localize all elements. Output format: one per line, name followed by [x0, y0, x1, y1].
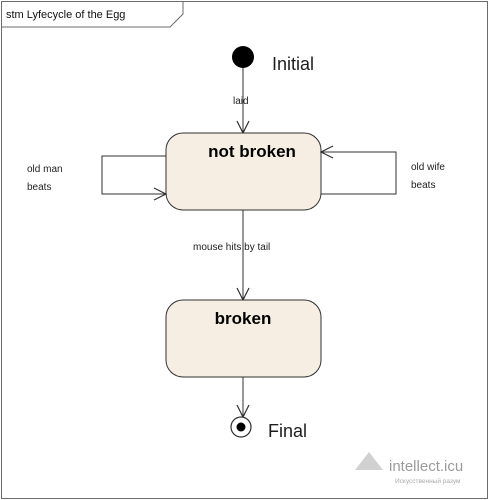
watermark-logo-icon — [355, 452, 383, 470]
watermark-tagline: Искусственный разум — [395, 477, 461, 485]
frame-title: stm Lyfecycle of the Egg — [6, 9, 125, 21]
final-label: Final — [268, 421, 307, 441]
watermark: intellect.icu Искусственный разум — [355, 452, 463, 485]
state-not-broken-label: not broken — [208, 142, 296, 161]
transition-old-man — [101, 155, 166, 194]
mouse-label: mouse hits by tail — [193, 242, 270, 253]
old-wife-label-line1: old wife — [411, 162, 445, 173]
state-broken-label: broken — [215, 309, 272, 328]
old-wife-label-line2: beats — [411, 180, 435, 191]
transition-old-wife — [321, 152, 397, 195]
old-man-label-line1: old man — [27, 164, 63, 175]
old-man-label-line2: beats — [27, 182, 51, 193]
initial-node — [232, 46, 254, 68]
frame-title-tab — [1, 1, 184, 28]
final-node-inner — [236, 422, 246, 432]
initial-label: Initial — [272, 54, 314, 74]
laid-label: laid — [233, 96, 249, 107]
watermark-name: intellect.icu — [389, 458, 463, 475]
